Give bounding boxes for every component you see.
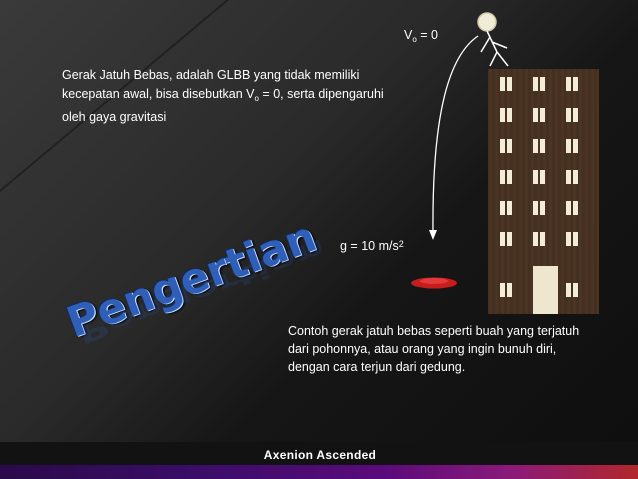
building-window	[540, 77, 545, 91]
building-window	[507, 283, 512, 297]
building-window	[500, 170, 505, 184]
building-window	[533, 170, 538, 184]
building-window	[500, 139, 505, 153]
building-window	[573, 201, 578, 215]
fall-arrow-icon	[429, 35, 479, 240]
building-window	[533, 108, 538, 122]
building-window	[507, 108, 512, 122]
building-window	[507, 139, 512, 153]
building-window	[533, 139, 538, 153]
definition-text: Gerak Jatuh Bebas, adalah GLBB yang tida…	[62, 68, 384, 124]
initial-velocity-label: Vo = 0	[404, 28, 438, 44]
building-window	[533, 201, 538, 215]
building-window	[507, 201, 512, 215]
gravity-label: g = 10 m/s2	[340, 239, 404, 253]
building-window	[573, 232, 578, 246]
building-icon	[488, 69, 599, 314]
splat-icon	[411, 277, 457, 289]
building-window	[533, 232, 538, 246]
building-window	[500, 77, 505, 91]
building-window	[540, 201, 545, 215]
building-window	[573, 283, 578, 297]
building-window	[540, 108, 545, 122]
building-window	[566, 283, 571, 297]
building-window	[566, 108, 571, 122]
building-window	[500, 201, 505, 215]
building-window	[540, 232, 545, 246]
building-window	[540, 170, 545, 184]
building-window	[566, 139, 571, 153]
building-window	[573, 139, 578, 153]
building-window	[507, 170, 512, 184]
building-window	[566, 170, 571, 184]
building-window	[540, 139, 545, 153]
building-window	[566, 232, 571, 246]
building-window	[573, 108, 578, 122]
building-door	[533, 266, 558, 314]
building-window	[533, 77, 538, 91]
building-window	[566, 77, 571, 91]
building-window	[500, 108, 505, 122]
stick-figure-icon	[477, 12, 509, 67]
building-windows	[500, 77, 578, 297]
building-window	[500, 232, 505, 246]
slide-title: Pengertian Pengertian	[60, 212, 329, 400]
building-window	[507, 77, 512, 91]
building-window	[566, 201, 571, 215]
footer-gradient-bar	[0, 465, 638, 479]
example-text: Contoh gerak jatuh bebas seperti buah ya…	[288, 324, 580, 374]
footer-label: Axenion Ascended	[263, 448, 377, 462]
building-window	[573, 170, 578, 184]
building-window	[573, 77, 578, 91]
building-window	[507, 232, 512, 246]
building-window	[500, 283, 505, 297]
